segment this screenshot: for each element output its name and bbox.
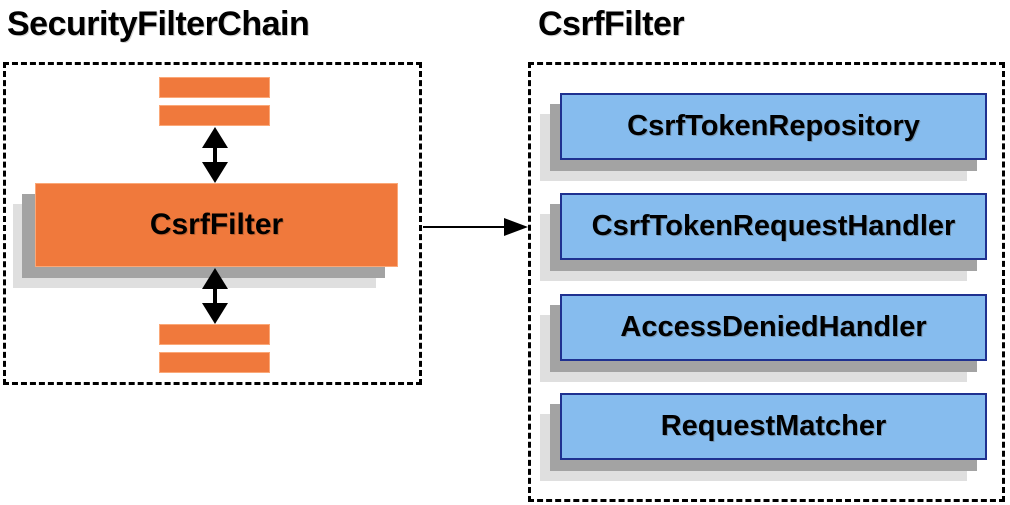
filter-chain-bar bbox=[159, 105, 270, 126]
component-box-csrf-token-request-handler: CsrfTokenRequestHandler bbox=[560, 193, 987, 260]
component-label: RequestMatcher bbox=[660, 410, 887, 442]
component-box-access-denied-handler: AccessDeniedHandler bbox=[560, 294, 987, 361]
flow-arrow-icon bbox=[423, 218, 528, 236]
component-label: CsrfTokenRequestHandler bbox=[591, 210, 956, 242]
component-label: AccessDeniedHandler bbox=[620, 311, 927, 343]
csrf-filter-box-label: CsrfFilter bbox=[149, 208, 284, 241]
csrf-filter-title: CsrfFilter bbox=[538, 5, 685, 43]
security-filter-chain-title: SecurityFilterChain bbox=[7, 5, 310, 43]
component-label: CsrfTokenRepository bbox=[627, 110, 920, 142]
security-filter-chain-container bbox=[3, 62, 422, 385]
filter-chain-bar bbox=[159, 324, 270, 345]
csrf-filter-container bbox=[528, 62, 1005, 502]
csrf-filter-box: CsrfFilter bbox=[35, 183, 398, 267]
filter-chain-bar bbox=[159, 77, 270, 98]
component-box-request-matcher: RequestMatcher bbox=[560, 393, 987, 460]
component-box-csrf-token-repository: CsrfTokenRepository bbox=[560, 93, 987, 160]
filter-chain-bar bbox=[159, 352, 270, 373]
